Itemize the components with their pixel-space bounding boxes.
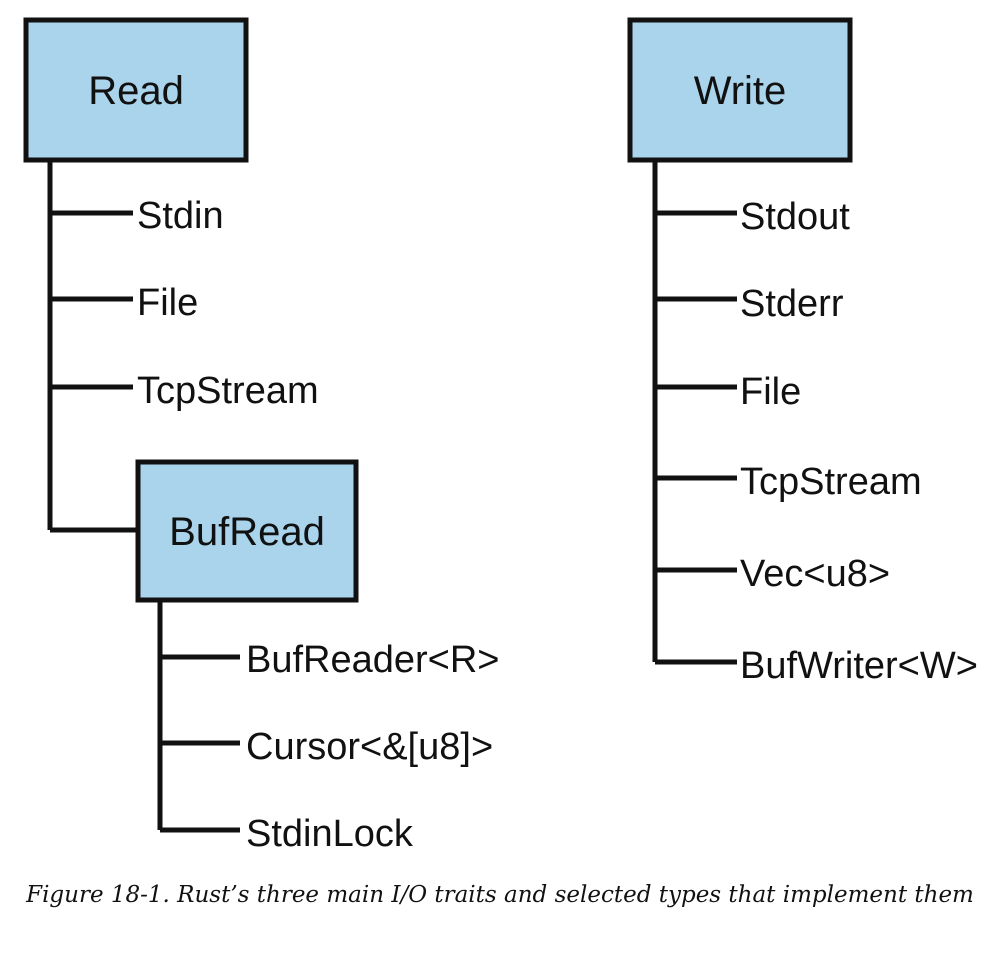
write-trait-node: Write	[627, 17, 853, 163]
write-type-vec-u8: Vec<u8>	[740, 553, 890, 595]
write-type-tcpstream: TcpStream	[740, 461, 922, 503]
read-type-stdin: Stdin	[137, 195, 224, 237]
write-type-file: File	[740, 371, 801, 413]
read-box	[23, 17, 249, 163]
bufread-title: BufRead	[169, 510, 325, 554]
bufread-box	[135, 459, 359, 603]
read-type-file: File	[137, 282, 198, 324]
write-type-bufwriter: BufWriter<W>	[740, 645, 978, 687]
bufread-type-bufreader: BufReader<R>	[246, 639, 500, 681]
write-type-stdout: Stdout	[740, 196, 850, 238]
io-traits-diagram: Read Stdin File TcpStream BufRead BufRea…	[23, 17, 978, 855]
figure-caption: Figure 18-1. Rust’s three main I/O trait…	[26, 882, 974, 908]
bufread-trait-node: BufRead	[135, 459, 359, 603]
read-trait-node: Read	[23, 17, 249, 163]
bufread-type-cursor: Cursor<&[u8]>	[246, 726, 493, 768]
write-title: Write	[694, 69, 787, 113]
write-type-stderr: Stderr	[740, 283, 844, 325]
bufread-type-stdinlock: StdinLock	[246, 813, 414, 855]
write-box	[627, 17, 853, 163]
read-type-tcpstream: TcpStream	[137, 370, 319, 412]
read-title: Read	[88, 69, 184, 113]
